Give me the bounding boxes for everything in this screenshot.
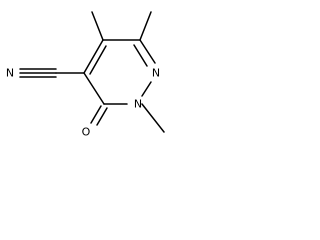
atom-label-carbonyl-o: O: [82, 126, 91, 139]
atom-label-nitrile-n: N: [6, 67, 14, 80]
bond-c3-c4: [83, 72, 105, 105]
bond-c3-o-b: [96, 107, 108, 126]
bond-n2-methyl: [141, 103, 165, 133]
bond-n1-n2: [141, 81, 152, 97]
bond-c6-n1: [139, 39, 156, 64]
bond-c3-o-a: [90, 105, 102, 124]
bond-c4-c5: [83, 39, 104, 74]
atom-label-ring-n-lower: N: [134, 98, 142, 111]
bond-c5-methyl: [91, 11, 104, 41]
bond-c6-n1-inner: [133, 44, 148, 67]
bond-c6-methyl: [139, 11, 152, 41]
bond-c4-c5-inner: [89, 45, 107, 75]
atom-label-ring-n-upper: N: [152, 67, 160, 80]
molecule-structure: N N N O: [6, 11, 165, 139]
